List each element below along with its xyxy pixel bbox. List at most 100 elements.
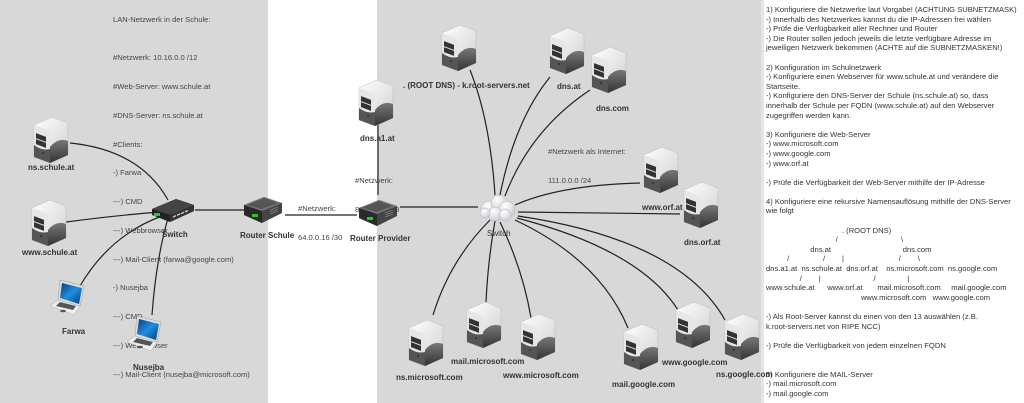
label-mail-microsoft: mail.microsoft.com	[451, 357, 525, 366]
link-cloud-dnsat	[499, 76, 551, 196]
label-dns-com: dns.com	[596, 104, 629, 113]
node-www-schule[interactable]	[28, 198, 68, 248]
note-line: #Netzwerk als Internet:	[548, 147, 626, 157]
node-dns-com[interactable]	[588, 45, 628, 95]
note-line: #Netzwerk:	[355, 176, 393, 186]
node-www-google[interactable]	[672, 300, 712, 350]
server-icon	[517, 312, 557, 362]
node-nusejba[interactable]	[125, 314, 169, 354]
link-ns-schule-switch	[69, 142, 169, 201]
lan-note-line: #Clients:	[113, 139, 143, 149]
task-line: -) www.orf.at	[766, 158, 809, 168]
label-root-dns: . (ROOT DNS) - k.root-servers.net	[403, 81, 530, 90]
label-www-google: www.google.com	[662, 358, 728, 367]
task-line	[766, 168, 1017, 178]
node-farwa[interactable]	[48, 278, 92, 318]
task-line	[766, 120, 1017, 130]
task-line	[766, 331, 1017, 341]
server-icon	[640, 145, 680, 195]
lan-note-line: -) Farwa	[113, 168, 142, 178]
label-router-schule: Router Schule	[240, 231, 295, 240]
label-www-microsoft: www.microsoft.com	[503, 371, 579, 380]
task-line: -) mail.google.com	[766, 388, 829, 398]
link-switch-nusejba	[151, 217, 169, 316]
task-line: innerhalb der Schule per FQDN (www.schul…	[766, 100, 995, 110]
task-line: www.schule.at www.orf.at mail.microsoft.…	[766, 283, 1007, 293]
link-cloud-root	[469, 69, 496, 196]
server-icon	[588, 45, 628, 95]
node-ns-microsoft[interactable]	[405, 318, 445, 368]
label-ns-microsoft: ns.microsoft.com	[396, 373, 463, 382]
task-line: 4) Konfiguriere eine rekursive Namensauf…	[766, 196, 1011, 206]
server-icon	[355, 78, 395, 128]
task-line: zugegriffen werden kann.	[766, 110, 852, 120]
task-line	[766, 350, 1017, 360]
lan-note-line: ---) Mail-Client (farwa@google.com)	[113, 254, 234, 264]
cloud-icon	[477, 193, 517, 223]
task-line: 5) Konfiguriere die MAIL-Server	[766, 369, 873, 379]
router-icon	[355, 198, 399, 228]
task-line: -) Prüfe die Verfügbarkeit der Web-Serve…	[766, 177, 985, 187]
node-ns-google[interactable]	[721, 312, 761, 362]
link-cloud-wwwms	[499, 221, 532, 319]
server-icon	[546, 26, 586, 76]
task-line: wie folgt	[766, 206, 794, 216]
note-line: 64.0.0.16 /30	[298, 232, 343, 242]
label-dns-orf: dns.orf.at	[684, 238, 721, 247]
link-cloud-nsgoogle	[517, 215, 726, 321]
label-mail-google: mail.google.com	[612, 380, 676, 389]
node-router-provider[interactable]	[355, 198, 399, 228]
server-icon	[463, 300, 503, 350]
task-line: -) Prüfe die Verfügbarkeit von jedem ein…	[766, 340, 946, 350]
node-school-switch[interactable]	[150, 195, 196, 225]
node-internet-cloud[interactable]	[477, 193, 517, 223]
task-line: -) www.microsoft.com	[766, 139, 839, 149]
label-school-switch: Switch	[162, 230, 188, 239]
node-mail-microsoft[interactable]	[463, 300, 503, 350]
label-ns-google: ns.google.com	[716, 370, 773, 379]
task-line: . (ROOT DNS)	[766, 225, 892, 235]
task-line	[766, 187, 1017, 197]
node-dns-orf[interactable]	[680, 180, 720, 230]
node-www-microsoft[interactable]	[517, 312, 557, 362]
server-icon	[30, 115, 70, 165]
label-router-provider: Router Provider	[350, 234, 411, 243]
node-dns-a1[interactable]	[355, 78, 395, 128]
node-ns-schule[interactable]	[30, 115, 70, 165]
label-cloud-switch: Switch	[487, 229, 511, 238]
task-line: 3) Konfiguriere die Web-Server	[766, 129, 871, 139]
node-dns-at[interactable]	[546, 26, 586, 76]
router-link-net-note: #Netzwerk: 64.0.0.16 /30	[298, 185, 342, 252]
task-line	[766, 53, 1017, 63]
lan-note-line: #Web-Server: www.schule.at	[113, 81, 211, 91]
server-icon	[721, 312, 761, 362]
task-line: -) Innerhalb des Netzwerkes kannst du di…	[766, 14, 991, 24]
router-icon	[240, 195, 284, 225]
link-cloud-wwwgoogle	[516, 217, 679, 311]
lan-note-line: -) Nusejba	[113, 283, 149, 293]
link-cloud-mailgoogle	[514, 219, 629, 329]
note-line: 111.0.0.0 /24	[548, 175, 592, 185]
task-line: -) www.google.com	[766, 148, 831, 158]
task-line: dns.at dns.com	[766, 244, 932, 254]
note-line: #Netzwerk:	[298, 204, 336, 214]
task-line: Startseite.	[766, 81, 801, 91]
link-cloud-wwworf	[514, 182, 641, 206]
node-router-schule[interactable]	[240, 195, 284, 225]
switch-icon	[150, 195, 196, 225]
lan-note-line: ---) CMD	[113, 197, 143, 207]
lan-note-line: #DNS-Server: ns.schule.at	[113, 110, 203, 120]
lan-notes-title: LAN-Netzwerk in der Schule:	[113, 15, 211, 24]
node-www-orf[interactable]	[640, 145, 680, 195]
task-line: -) Prüfe die Verfügbarkeit aller Rechner…	[766, 24, 938, 34]
node-mail-google[interactable]	[620, 322, 660, 372]
lan-note-line: ---) CMD	[113, 312, 143, 322]
server-icon	[28, 198, 68, 248]
task-line: / / | / \	[766, 254, 920, 264]
label-dns-a1: dns.a1.at	[360, 134, 395, 143]
node-root-dns[interactable]	[438, 23, 478, 73]
task-line: -) Konfiguriere den DNS-Server der Schul…	[766, 91, 989, 101]
server-icon	[438, 23, 478, 73]
task-line: / \	[766, 235, 904, 245]
